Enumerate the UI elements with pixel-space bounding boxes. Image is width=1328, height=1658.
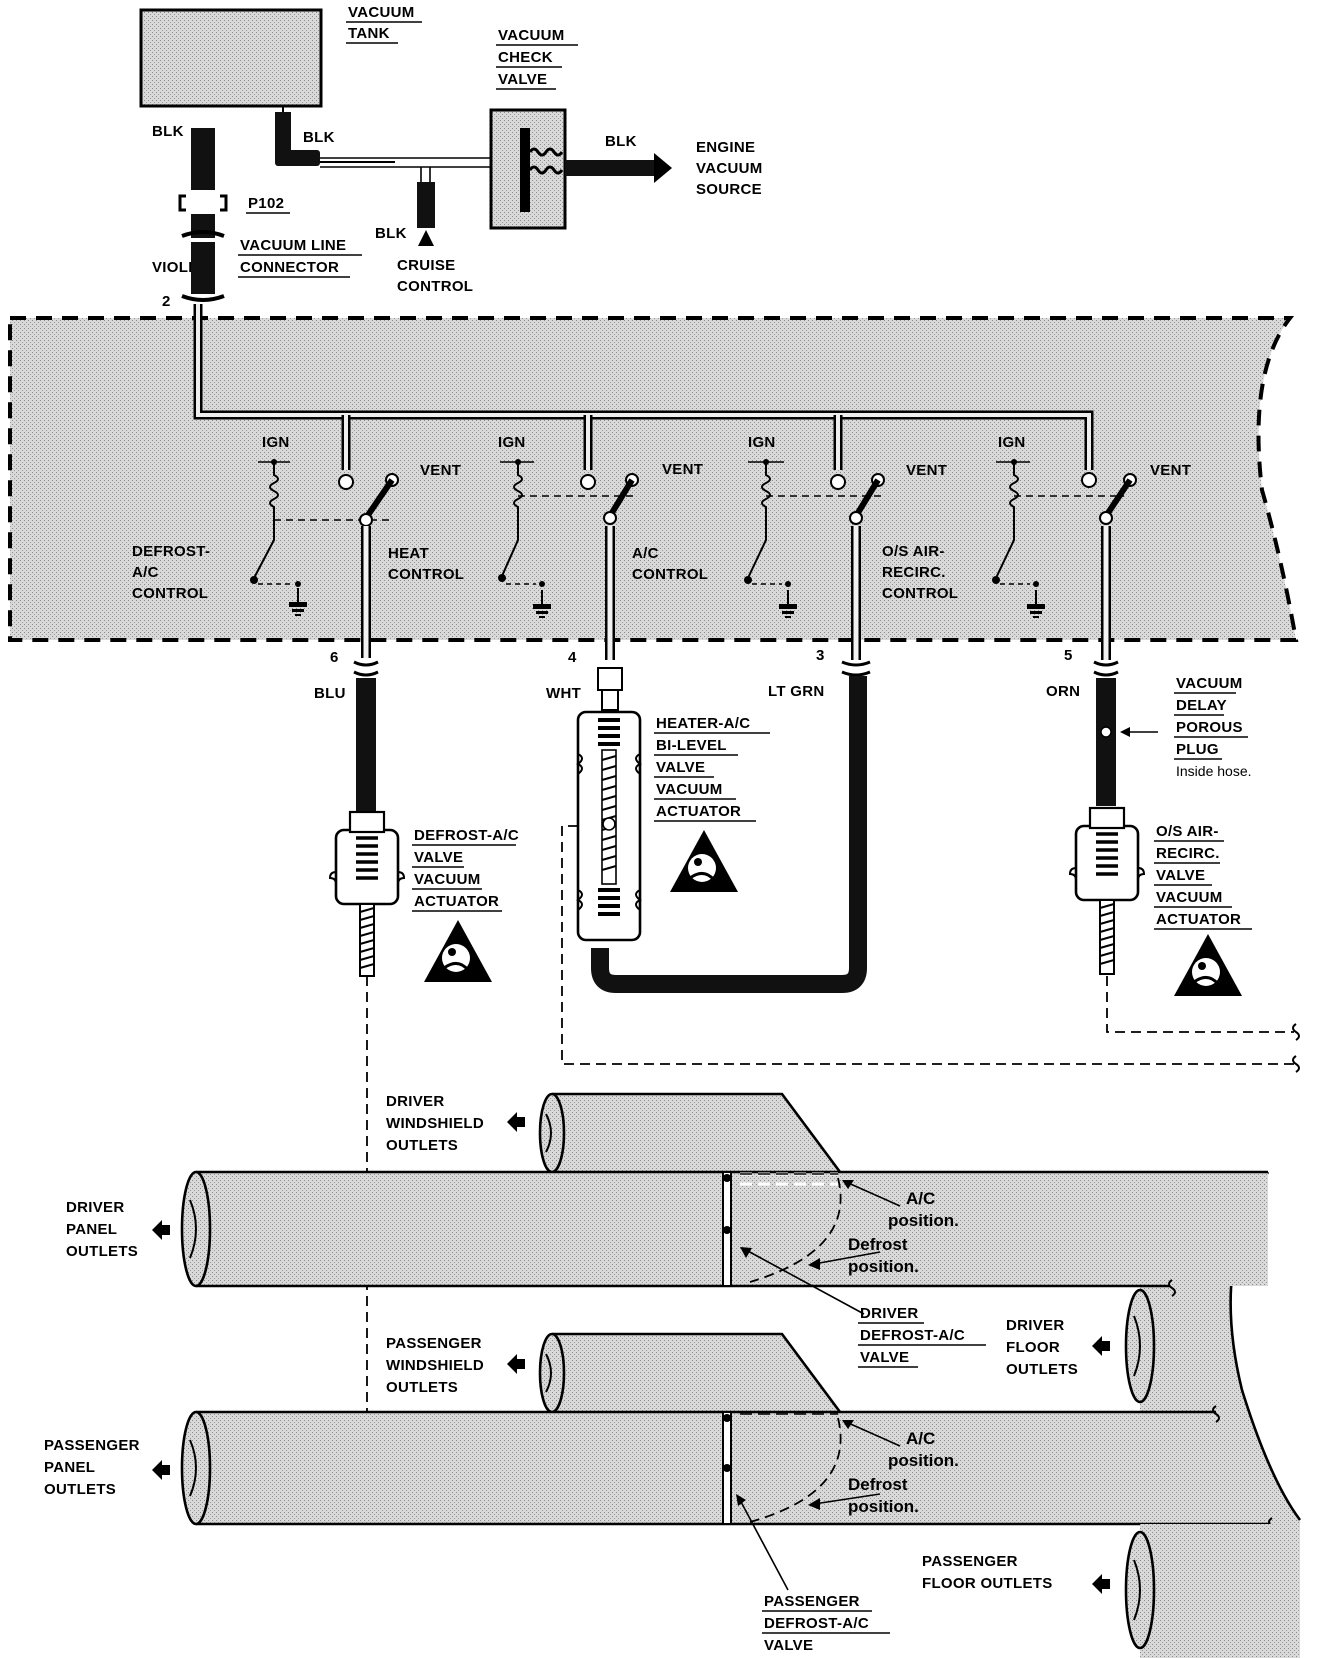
os-air-recirc-control-switch: IGN VENT bbox=[992, 434, 1191, 619]
os-air-recirc-control-label: O/S AIR-RECIRC.CONTROL bbox=[882, 543, 958, 602]
p102-label: P102 bbox=[248, 195, 284, 212]
arrow-left-icon bbox=[1092, 1336, 1110, 1356]
blk-cruise-label: BLK bbox=[375, 225, 407, 242]
svg-text:IGN: IGN bbox=[748, 434, 776, 451]
ac-control-switch: IGN VENT O/S AIR-RECIRC.CONTROL bbox=[744, 434, 958, 619]
airbag-warning-icon bbox=[1172, 932, 1244, 998]
pin-4-label: 4 bbox=[568, 649, 577, 666]
svg-text:VENT: VENT bbox=[662, 461, 703, 478]
driver-defrost-ac-valve bbox=[722, 1171, 842, 1287]
airbag-warning-icon bbox=[422, 918, 494, 984]
control-head-panel bbox=[8, 316, 1299, 642]
arrow-left-icon bbox=[152, 1220, 170, 1240]
blk-tank-right-label: BLK bbox=[303, 129, 335, 146]
pin-3-label: 3 bbox=[816, 647, 825, 664]
defrost-ac-valve-vacuum-actuator bbox=[328, 810, 406, 977]
pin-5-label: 5 bbox=[1064, 647, 1073, 664]
pin-2-label: 2 bbox=[162, 293, 171, 310]
arrow-left-icon bbox=[152, 1460, 170, 1480]
orn-label: ORN bbox=[1046, 683, 1080, 700]
svg-text:IGN: IGN bbox=[998, 434, 1026, 451]
os-air-recirc-valve-vacuum-actuator bbox=[1068, 806, 1146, 975]
inside-hose-label: Inside hose. bbox=[1176, 763, 1252, 779]
arrow-left-icon bbox=[1092, 1574, 1110, 1594]
arrow-left-icon bbox=[507, 1112, 525, 1132]
heater-ac-bilevel-valve-vacuum-actuator bbox=[576, 710, 642, 942]
pin-6-label: 6 bbox=[330, 649, 339, 666]
blk-engine-label: BLK bbox=[605, 133, 637, 150]
svg-text:VENT: VENT bbox=[906, 462, 947, 479]
lt-grn-label: LT GRN bbox=[768, 683, 825, 700]
svg-text:VENT: VENT bbox=[1150, 462, 1191, 479]
svg-text:VENT: VENT bbox=[420, 462, 461, 479]
vacuum-tank bbox=[139, 8, 323, 108]
wht-label: WHT bbox=[546, 685, 581, 702]
blu-label: BLU bbox=[314, 685, 346, 702]
svg-text:IGN: IGN bbox=[262, 434, 290, 451]
airbag-warning-icon bbox=[668, 828, 740, 894]
passenger-defrost-ac-valve bbox=[722, 1411, 842, 1525]
arrow-left-icon bbox=[507, 1354, 525, 1374]
blk-tank-label: BLK bbox=[152, 123, 184, 140]
svg-text:IGN: IGN bbox=[498, 434, 526, 451]
